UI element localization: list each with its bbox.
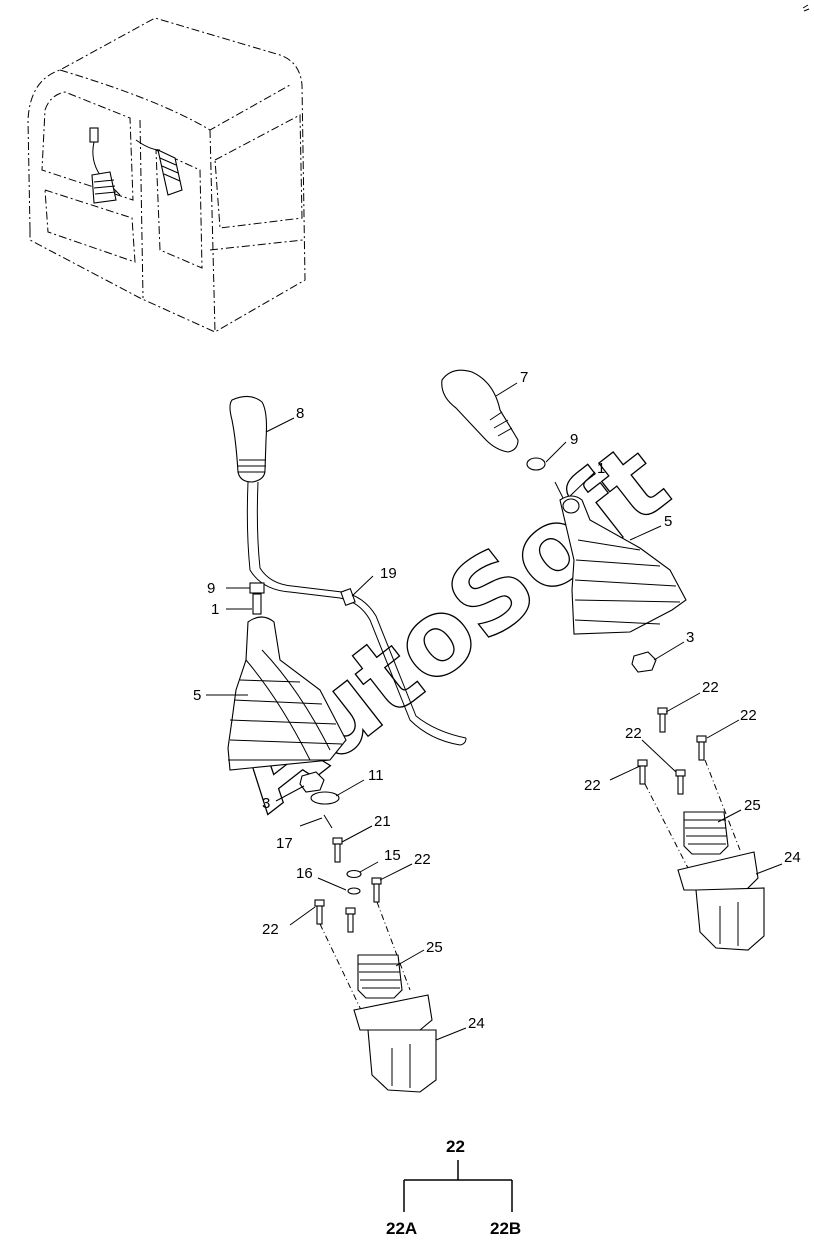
corner-mark: [802, 4, 810, 12]
right-valve-body: [677, 851, 759, 891]
legend-parent: 22: [446, 1137, 465, 1156]
label-9-right: 9: [570, 431, 578, 448]
label-8: 8: [296, 405, 304, 422]
label-22-b: 22: [262, 921, 279, 938]
label-22-d: 22: [740, 707, 757, 724]
label-17: 17: [276, 835, 293, 852]
label-15: 15: [384, 847, 401, 864]
label-5-left: 5: [193, 687, 201, 704]
cab-joystick-left: [89, 127, 121, 204]
right-handle-grip: [441, 369, 519, 453]
legend-child-a: 22A: [386, 1219, 417, 1238]
label-11: 11: [368, 767, 384, 784]
label-1-right: 1: [597, 460, 605, 477]
label-22-e: 22: [625, 725, 642, 742]
left-boot: [227, 616, 347, 771]
right-valve-spring: [683, 811, 729, 855]
label-19: 19: [380, 565, 397, 582]
label-7: 7: [520, 369, 528, 386]
label-24-left: 24: [468, 1015, 485, 1032]
label-9-left: 9: [207, 580, 215, 597]
cab-joystick-right: [135, 139, 183, 196]
label-22-c: 22: [702, 679, 719, 696]
label-25-left: 25: [426, 939, 443, 956]
left-handle-grip: [229, 395, 268, 483]
part-labels: 8 9 1 5 19 3 11 17 21 15 16 22 22 25 24 …: [193, 369, 801, 1032]
label-1-left: 1: [211, 601, 219, 618]
leader-lines: [206, 382, 783, 1041]
legend-child-b: 22B: [490, 1219, 521, 1238]
label-3-right: 3: [686, 629, 694, 646]
label-22-f: 22: [584, 777, 601, 794]
label-22-a: 22: [414, 851, 431, 868]
bolt-variant-legend: 22 22A 22B: [386, 1137, 521, 1238]
label-5-right: 5: [664, 513, 672, 530]
left-valve-body: [353, 994, 433, 1031]
label-24-right: 24: [784, 849, 801, 866]
right-boot: [559, 495, 687, 635]
label-3-left: 3: [262, 795, 270, 812]
left-valve-spring: [357, 954, 403, 999]
label-21: 21: [374, 813, 391, 830]
label-16: 16: [296, 865, 313, 882]
right-joystick-assembly: [441, 369, 765, 951]
left-joystick-assembly: [227, 395, 467, 1093]
cab-overview-illustration: [27, 17, 306, 333]
label-25-right: 25: [744, 797, 761, 814]
